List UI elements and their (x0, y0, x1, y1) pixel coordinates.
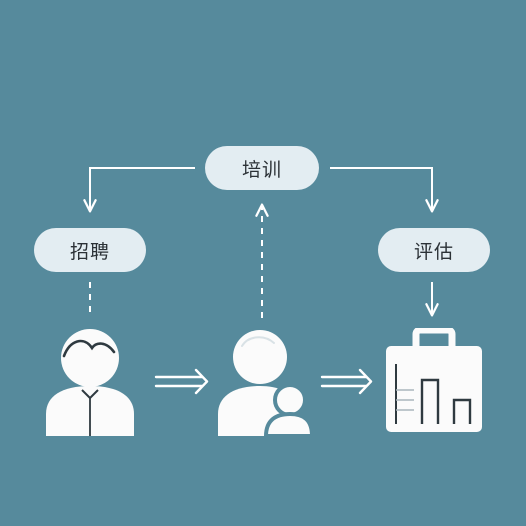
node-train-label: 培训 (241, 158, 282, 181)
node-evaluate-pill: 评估 (378, 228, 490, 272)
arrow-recruit-to-train (154, 368, 209, 395)
node-evaluate-label: 评估 (413, 240, 454, 263)
person-mentor-icon (218, 330, 314, 436)
briefcase-chart-icon (386, 328, 482, 432)
person-tie-icon (46, 329, 134, 436)
arrow-train-to-recruit (83, 167, 195, 213)
node-recruit-pill: 招聘 (34, 228, 146, 272)
node-train-pill: 培训 (205, 146, 319, 190)
chart-bar-tall (420, 378, 440, 424)
arrow-train-to-evaluate (330, 167, 439, 213)
node-recruit-label: 招聘 (69, 240, 110, 263)
chart-bar-short (452, 398, 472, 424)
arrow-train-to-evaluate-flow (320, 368, 373, 395)
